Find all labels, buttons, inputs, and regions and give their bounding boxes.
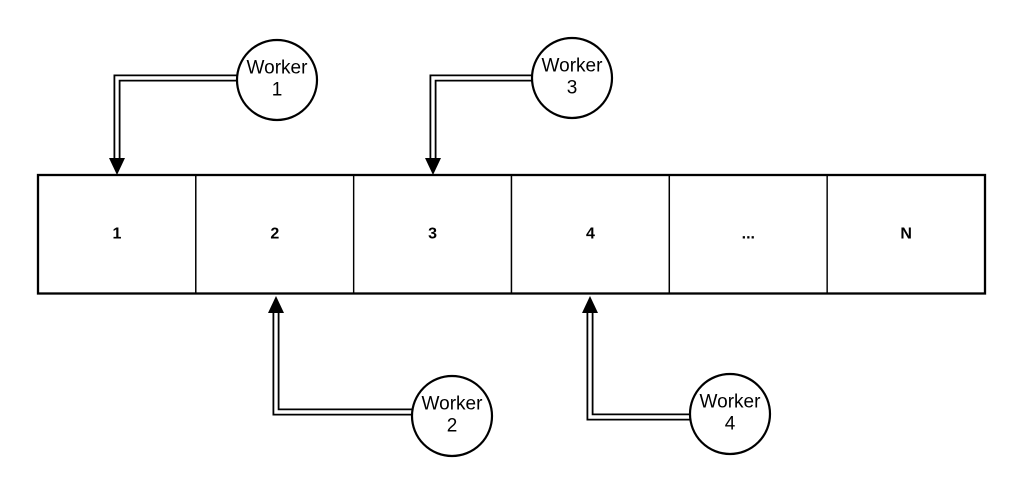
arrowhead-down-icon — [109, 158, 125, 175]
array-cell-label: 4 — [586, 226, 595, 243]
array-cell-label: 1 — [112, 226, 121, 243]
arrow-worker-1-to-cell-1 — [109, 74, 237, 175]
worker-1-node: Worker 1 — [235, 38, 319, 122]
array-cell: N — [826, 174, 986, 295]
array-outline — [36, 173, 987, 295]
array-cell-label: 3 — [428, 226, 437, 243]
buffer-array: 1 2 3 4 ... N — [36, 173, 987, 295]
array-cell: ... — [668, 174, 828, 295]
worker-1-label-line2: 1 — [272, 80, 283, 101]
array-cell: 3 — [352, 174, 513, 295]
worker-1-label-line1: Worker — [247, 58, 309, 79]
arrowhead-up-icon — [582, 296, 598, 313]
array-cell: 4 — [510, 174, 671, 295]
worker-2-label-line1: Worker — [422, 394, 484, 415]
worker-2-node: Worker 2 — [410, 374, 494, 458]
array-cell: 2 — [195, 174, 355, 295]
arrow-worker-4-to-cell-4 — [582, 296, 690, 421]
worker-3-label-line1: Worker — [542, 56, 604, 77]
arrowhead-down-icon — [425, 158, 441, 175]
array-cell-label: N — [900, 226, 912, 243]
arrowhead-up-icon — [268, 296, 284, 313]
arrow-worker-3-to-cell-3 — [425, 74, 532, 175]
worker-3-label-line2: 3 — [567, 78, 578, 99]
arrow-worker-2-to-cell-2 — [268, 296, 412, 416]
worker-3-node: Worker 3 — [530, 36, 614, 120]
worker-2-label-line2: 2 — [447, 416, 458, 437]
worker-4-node: Worker 4 — [688, 372, 772, 456]
worker-4-label-line2: 4 — [725, 414, 736, 435]
array-cell: 1 — [37, 174, 197, 295]
array-cell-label: ... — [742, 226, 755, 243]
array-cell-label: 2 — [270, 226, 279, 243]
worker-4-label-line1: Worker — [700, 392, 762, 413]
